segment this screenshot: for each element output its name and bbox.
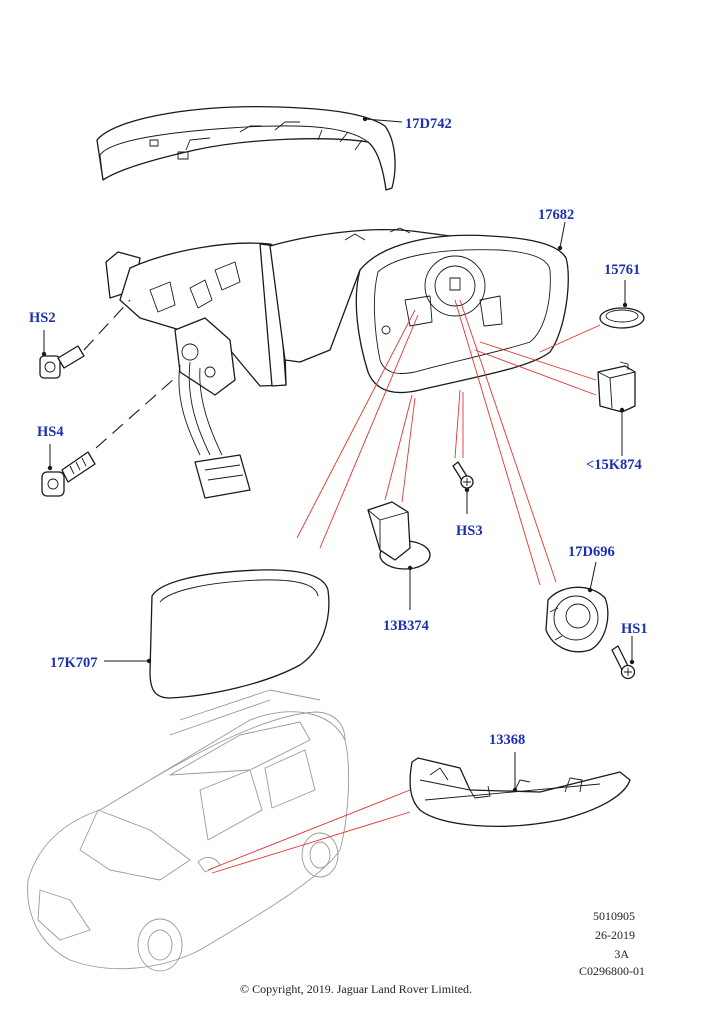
label-HS4: HS4 xyxy=(37,424,64,440)
retaining-clip xyxy=(597,361,636,413)
mirror-cover-cap xyxy=(96,106,396,191)
reference-date: 26-2019 xyxy=(595,928,635,942)
label-17682: 17682 xyxy=(538,207,574,223)
label-13B374: 13B374 xyxy=(383,618,429,634)
blanking-plug xyxy=(599,307,645,329)
screw-hs1 xyxy=(611,645,636,680)
reference-revision: 3A xyxy=(614,947,629,961)
copyright-notice: © Copyright, 2019. Jaguar Land Rover Lim… xyxy=(240,982,472,996)
label-15761: 15761 xyxy=(604,262,640,278)
mirror-housing xyxy=(355,234,569,394)
mirror-motor xyxy=(545,586,609,653)
label-HS2: HS2 xyxy=(29,310,56,326)
screw-hs3 xyxy=(452,461,474,489)
reference-code: C0296800-01 xyxy=(579,964,645,978)
label-HS1: HS1 xyxy=(621,621,648,637)
mirror-glass xyxy=(149,569,330,699)
label-17D742: 17D742 xyxy=(405,116,452,132)
bolt-hs4 xyxy=(41,451,96,497)
label-17D696: 17D696 xyxy=(568,544,615,560)
label-HS3: HS3 xyxy=(456,523,483,539)
label-17K707: 17K707 xyxy=(50,655,98,671)
callout-lines xyxy=(207,299,601,874)
screw-hs2 xyxy=(39,345,85,379)
side-indicator-lamp xyxy=(409,757,631,827)
vehicle-outline xyxy=(27,689,350,972)
label-15K874: <15K874 xyxy=(586,457,642,473)
mirror-base-assembly xyxy=(105,227,451,499)
reference-block: 5010905 26-2019 3A C0296800-01 xyxy=(579,909,645,978)
reference-number: 5010905 xyxy=(593,909,635,923)
puddle-lamp xyxy=(367,501,431,570)
label-13368: 13368 xyxy=(489,732,525,748)
